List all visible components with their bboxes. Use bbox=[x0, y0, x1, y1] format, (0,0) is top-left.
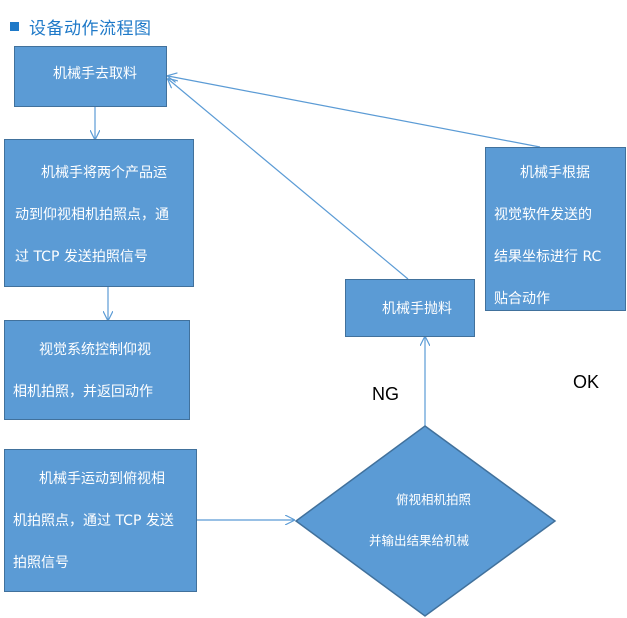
node-pick-material: 机械手去取料 bbox=[14, 46, 167, 107]
decision-text-line1: 俯视相机拍照 bbox=[396, 492, 471, 507]
node-throw-material: 机械手抛料 bbox=[345, 279, 475, 337]
node-vision-control: 视觉系统控制仰视 相机拍照，并返回动作 bbox=[4, 320, 190, 420]
diagram-title: 设备动作流程图 bbox=[10, 14, 152, 39]
ok-label: OK bbox=[573, 372, 600, 392]
arrow-place-to-pick bbox=[168, 76, 541, 148]
node-rc-attach: 机械手根据 视觉软件发送的 结果坐标进行 RC 贴合动作 bbox=[485, 147, 626, 311]
node-move-to-downward-camera-text: 机械手运动到俯视相 机拍照点，通过 TCP 发送 拍照信号 bbox=[13, 471, 174, 571]
node-throw-material-text: 机械手抛料 bbox=[382, 301, 452, 317]
node-pick-material-text: 机械手去取料 bbox=[53, 66, 137, 82]
decision-diamond bbox=[294, 425, 557, 617]
node-move-to-downward-camera: 机械手运动到俯视相 机拍照点，通过 TCP 发送 拍照信号 bbox=[4, 449, 197, 592]
node-move-to-upward-camera: 机械手将两个产品运 动到仰视相机拍照点，通 过 TCP 发送拍照信号 bbox=[4, 139, 194, 287]
node-move-to-upward-camera-text: 机械手将两个产品运 动到仰视相机拍照点，通 过 TCP 发送拍照信号 bbox=[15, 165, 169, 265]
arrow-throw-to-pick bbox=[168, 79, 409, 280]
decision-text-line2: 并输出结果给机械 bbox=[369, 533, 470, 548]
node-rc-attach-text: 机械手根据 视觉软件发送的 结果坐标进行 RC 贴合动作 bbox=[494, 165, 602, 307]
title-text: 设备动作流程图 bbox=[29, 18, 152, 39]
node-vision-control-text: 视觉系统控制仰视 相机拍照，并返回动作 bbox=[13, 342, 153, 400]
ng-label: NG bbox=[372, 384, 399, 404]
title-bullet-icon bbox=[10, 21, 19, 31]
